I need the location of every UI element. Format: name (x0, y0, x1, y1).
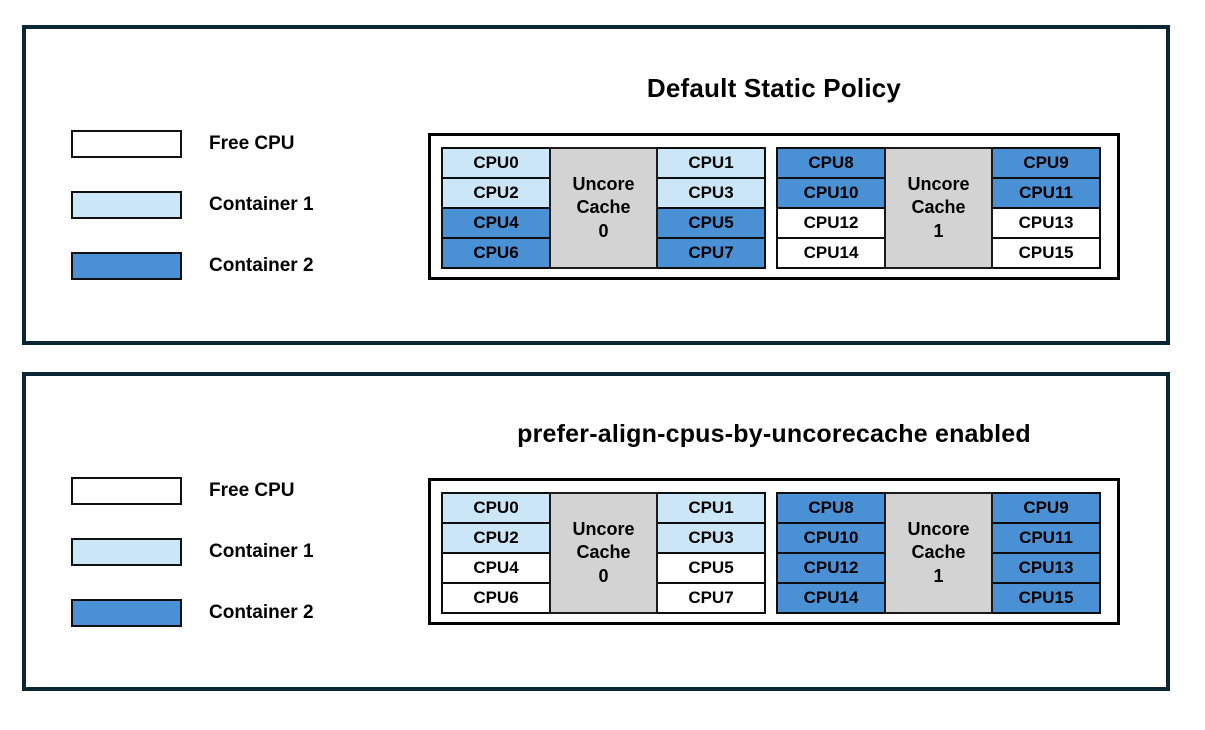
cpu-column: CPU8 CPU10 CPU12 CPU14 (776, 147, 886, 274)
cpu-cell: CPU13 (991, 207, 1101, 239)
cpu-cell: CPU8 (776, 492, 886, 524)
cpu-cell: CPU4 (441, 552, 551, 584)
uncore-cache-name: Uncore Cache (572, 173, 635, 218)
uncore-cache-box-1: Uncore Cache 1 (884, 147, 993, 269)
cpu-cell: CPU7 (656, 582, 766, 614)
cpu-cell: CPU14 (776, 237, 886, 269)
cpu-cell: CPU5 (656, 207, 766, 239)
uncore-cache-box-1: Uncore Cache 1 (884, 492, 993, 614)
legend-label-container-2: Container 2 (209, 255, 314, 276)
panel-title: prefer-align-cpus-by-uncorecache enabled (517, 420, 1031, 448)
cpu-column: CPU0 CPU2 CPU4 CPU6 (441, 147, 551, 274)
uncore-cache-id: 1 (933, 220, 944, 241)
uncore-cache-name: Uncore Cache (572, 518, 635, 563)
legend-label-container-2: Container 2 (209, 602, 314, 623)
legend-label-container-1: Container 1 (209, 541, 314, 562)
cpu-cell: CPU10 (776, 522, 886, 554)
cpu-cell: CPU6 (441, 237, 551, 269)
cpu-cell: CPU14 (776, 582, 886, 614)
legend-row-free-cpu: Free CPU (71, 130, 314, 158)
cpu-cell: CPU15 (991, 237, 1101, 269)
diagram-area: prefer-align-cpus-by-uncorecache enabled… (428, 420, 1120, 625)
cpu-cell: CPU6 (441, 582, 551, 614)
legend-swatch-container-1 (71, 538, 182, 566)
cpu-cell: CPU13 (991, 552, 1101, 584)
panel-default-static-policy: Free CPU Container 1 Container 2 Default… (22, 25, 1170, 345)
cpu-cell: CPU9 (991, 147, 1101, 179)
cpu-cell: CPU2 (441, 522, 551, 554)
diagram-area: Default Static Policy CPU0 CPU2 CPU4 CPU… (428, 73, 1120, 280)
legend: Free CPU Container 1 Container 2 (71, 130, 314, 280)
legend-label-free: Free CPU (209, 480, 295, 501)
uncore-group-1: CPU8 CPU10 CPU12 CPU14 Uncore Cache 1 CP… (776, 147, 1101, 274)
cpu-cell: CPU11 (991, 522, 1101, 554)
cpu-cell: CPU0 (441, 492, 551, 524)
panel-title: Default Static Policy (646, 73, 902, 103)
legend: Free CPU Container 1 Container 2 (71, 477, 314, 627)
legend-row-free-cpu: Free CPU (71, 477, 314, 505)
socket-box: CPU0 CPU2 CPU4 CPU6 Uncore Cache 0 CPU1 … (428, 133, 1120, 280)
legend-label-container-1: Container 1 (209, 194, 314, 215)
legend-swatch-free (71, 477, 182, 505)
uncore-group-0: CPU0 CPU2 CPU4 CPU6 Uncore Cache 0 CPU1 … (441, 492, 766, 619)
legend-swatch-container-1 (71, 191, 182, 219)
cpu-cell: CPU4 (441, 207, 551, 239)
cpu-column: CPU0 CPU2 CPU4 CPU6 (441, 492, 551, 619)
uncore-cache-name: Uncore Cache (907, 518, 970, 563)
cpu-cell: CPU2 (441, 177, 551, 209)
uncore-cache-id: 1 (933, 565, 944, 586)
panel-prefer-align-uncorecache: Free CPU Container 1 Container 2 prefer-… (22, 372, 1170, 691)
legend-row-container-1: Container 1 (71, 191, 314, 219)
uncore-cache-box-0: Uncore Cache 0 (549, 492, 658, 614)
cpu-cell: CPU10 (776, 177, 886, 209)
legend-swatch-container-2 (71, 599, 182, 627)
cpu-cell: CPU12 (776, 552, 886, 584)
cpu-cell: CPU15 (991, 582, 1101, 614)
cpu-cell: CPU9 (991, 492, 1101, 524)
cpu-cell: CPU1 (656, 147, 766, 179)
cpu-column: CPU9 CPU11 CPU13 CPU15 (991, 147, 1101, 274)
legend-swatch-free (71, 130, 182, 158)
cpu-cell: CPU0 (441, 147, 551, 179)
cpu-column: CPU8 CPU10 CPU12 CPU14 (776, 492, 886, 619)
cpu-cell: CPU3 (656, 177, 766, 209)
cpu-cell: CPU3 (656, 522, 766, 554)
cpu-cell: CPU11 (991, 177, 1101, 209)
cpu-cell: CPU5 (656, 552, 766, 584)
uncore-group-0: CPU0 CPU2 CPU4 CPU6 Uncore Cache 0 CPU1 … (441, 147, 766, 274)
socket-box: CPU0 CPU2 CPU4 CPU6 Uncore Cache 0 CPU1 … (428, 478, 1120, 625)
legend-swatch-container-2 (71, 252, 182, 280)
legend-row-container-2: Container 2 (71, 599, 314, 627)
cpu-cell: CPU8 (776, 147, 886, 179)
cpu-column: CPU1 CPU3 CPU5 CPU7 (656, 492, 766, 619)
uncore-cache-name: Uncore Cache (907, 173, 970, 218)
cpu-cell: CPU1 (656, 492, 766, 524)
legend-row-container-1: Container 1 (71, 538, 314, 566)
legend-row-container-2: Container 2 (71, 252, 314, 280)
uncore-cache-id: 0 (598, 220, 609, 241)
uncore-cache-box-0: Uncore Cache 0 (549, 147, 658, 269)
uncore-group-1: CPU8 CPU10 CPU12 CPU14 Uncore Cache 1 CP… (776, 492, 1101, 619)
cpu-cell: CPU7 (656, 237, 766, 269)
cpu-cell: CPU12 (776, 207, 886, 239)
cpu-column: CPU1 CPU3 CPU5 CPU7 (656, 147, 766, 274)
cpu-column: CPU9 CPU11 CPU13 CPU15 (991, 492, 1101, 619)
legend-label-free: Free CPU (209, 133, 295, 154)
uncore-cache-id: 0 (598, 565, 609, 586)
